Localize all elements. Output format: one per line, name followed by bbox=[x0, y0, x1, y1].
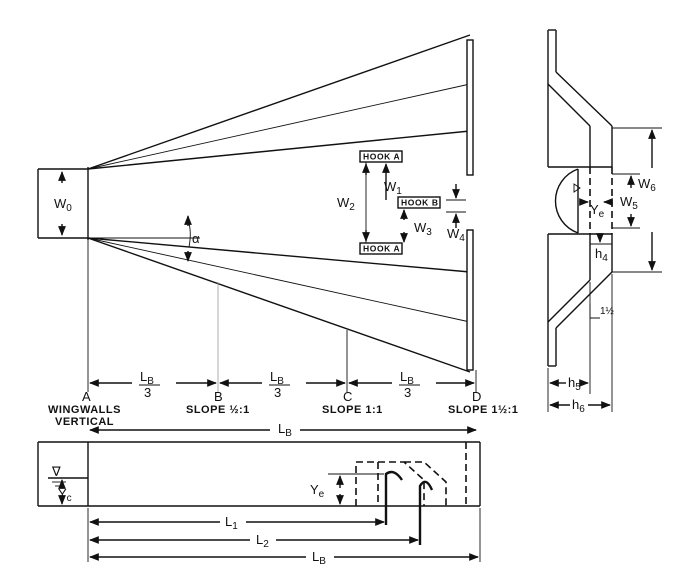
water-surface-icon: ∇ bbox=[51, 464, 61, 479]
w4-label: W4 bbox=[447, 226, 465, 244]
section-ye-label: Ye bbox=[590, 202, 605, 220]
svg-text:LB: LB bbox=[270, 369, 284, 387]
w6-label: W6 bbox=[638, 176, 656, 194]
w0-label: W0 bbox=[54, 196, 72, 214]
profile-ye-label: Ye bbox=[310, 482, 325, 500]
svg-text:3: 3 bbox=[274, 385, 281, 400]
yc-label: Yc bbox=[58, 486, 72, 504]
wingwalls bbox=[87, 34, 471, 373]
hook-b: HOOK B bbox=[397, 196, 441, 209]
plan-view: α W0 HOOK A HOOK B HOOK A W2 W1 W3 bbox=[37, 34, 518, 439]
svg-text:HOOK A: HOOK A bbox=[363, 152, 400, 162]
total-length-label: LB bbox=[278, 421, 292, 439]
station-c: C bbox=[343, 389, 352, 404]
h4-label: h4 bbox=[595, 246, 608, 264]
slope-c-label: SLOPE 1:1 bbox=[322, 404, 383, 416]
station-b: B bbox=[214, 389, 223, 404]
h5-label: h5 bbox=[568, 375, 581, 393]
station-a: A bbox=[82, 389, 91, 404]
w5-label: W5 bbox=[620, 194, 638, 212]
hook-a-top: HOOK A bbox=[359, 150, 403, 163]
wingwalls-label: WINGWALLS bbox=[48, 404, 121, 416]
vertical-label: VERTICAL bbox=[55, 416, 114, 428]
svg-text:LB: LB bbox=[140, 369, 154, 387]
svg-text:HOOK A: HOOK A bbox=[363, 244, 400, 254]
slope-b-label: SLOPE ½:1 bbox=[186, 404, 250, 416]
svg-text:LB: LB bbox=[400, 369, 414, 387]
section-slope-label: 1½ bbox=[600, 306, 615, 317]
profile-lb-label: LB bbox=[312, 549, 326, 567]
h6-label: h6 bbox=[572, 397, 585, 415]
w3-label: W3 bbox=[414, 220, 432, 238]
station-d: D bbox=[472, 389, 481, 404]
slope-d-label: SLOPE 1½:1 bbox=[448, 404, 518, 416]
w2-label: W2 bbox=[337, 195, 355, 213]
inlet-channel bbox=[37, 167, 89, 240]
l1-label: L1 bbox=[225, 514, 238, 532]
outlet-wall bbox=[466, 39, 474, 371]
w1-label: W1 bbox=[384, 179, 402, 197]
l2-label: L2 bbox=[256, 532, 269, 550]
svg-text:HOOK B: HOOK B bbox=[401, 198, 439, 208]
svg-text:3: 3 bbox=[144, 385, 151, 400]
segment-label-1: LB 3 bbox=[139, 369, 160, 400]
segment-label-2: LB 3 bbox=[269, 369, 290, 400]
hook-a-bottom: HOOK A bbox=[359, 242, 403, 255]
profile-view: ∇ Yc Ye L1 L2 LB bbox=[37, 441, 481, 567]
alpha-label: α bbox=[192, 231, 200, 246]
segment-label-3: LB 3 bbox=[399, 369, 420, 400]
svg-text:3: 3 bbox=[404, 385, 411, 400]
cross-section-view: W6 W5 Ye h4 1½ h5 h6 bbox=[547, 29, 662, 415]
